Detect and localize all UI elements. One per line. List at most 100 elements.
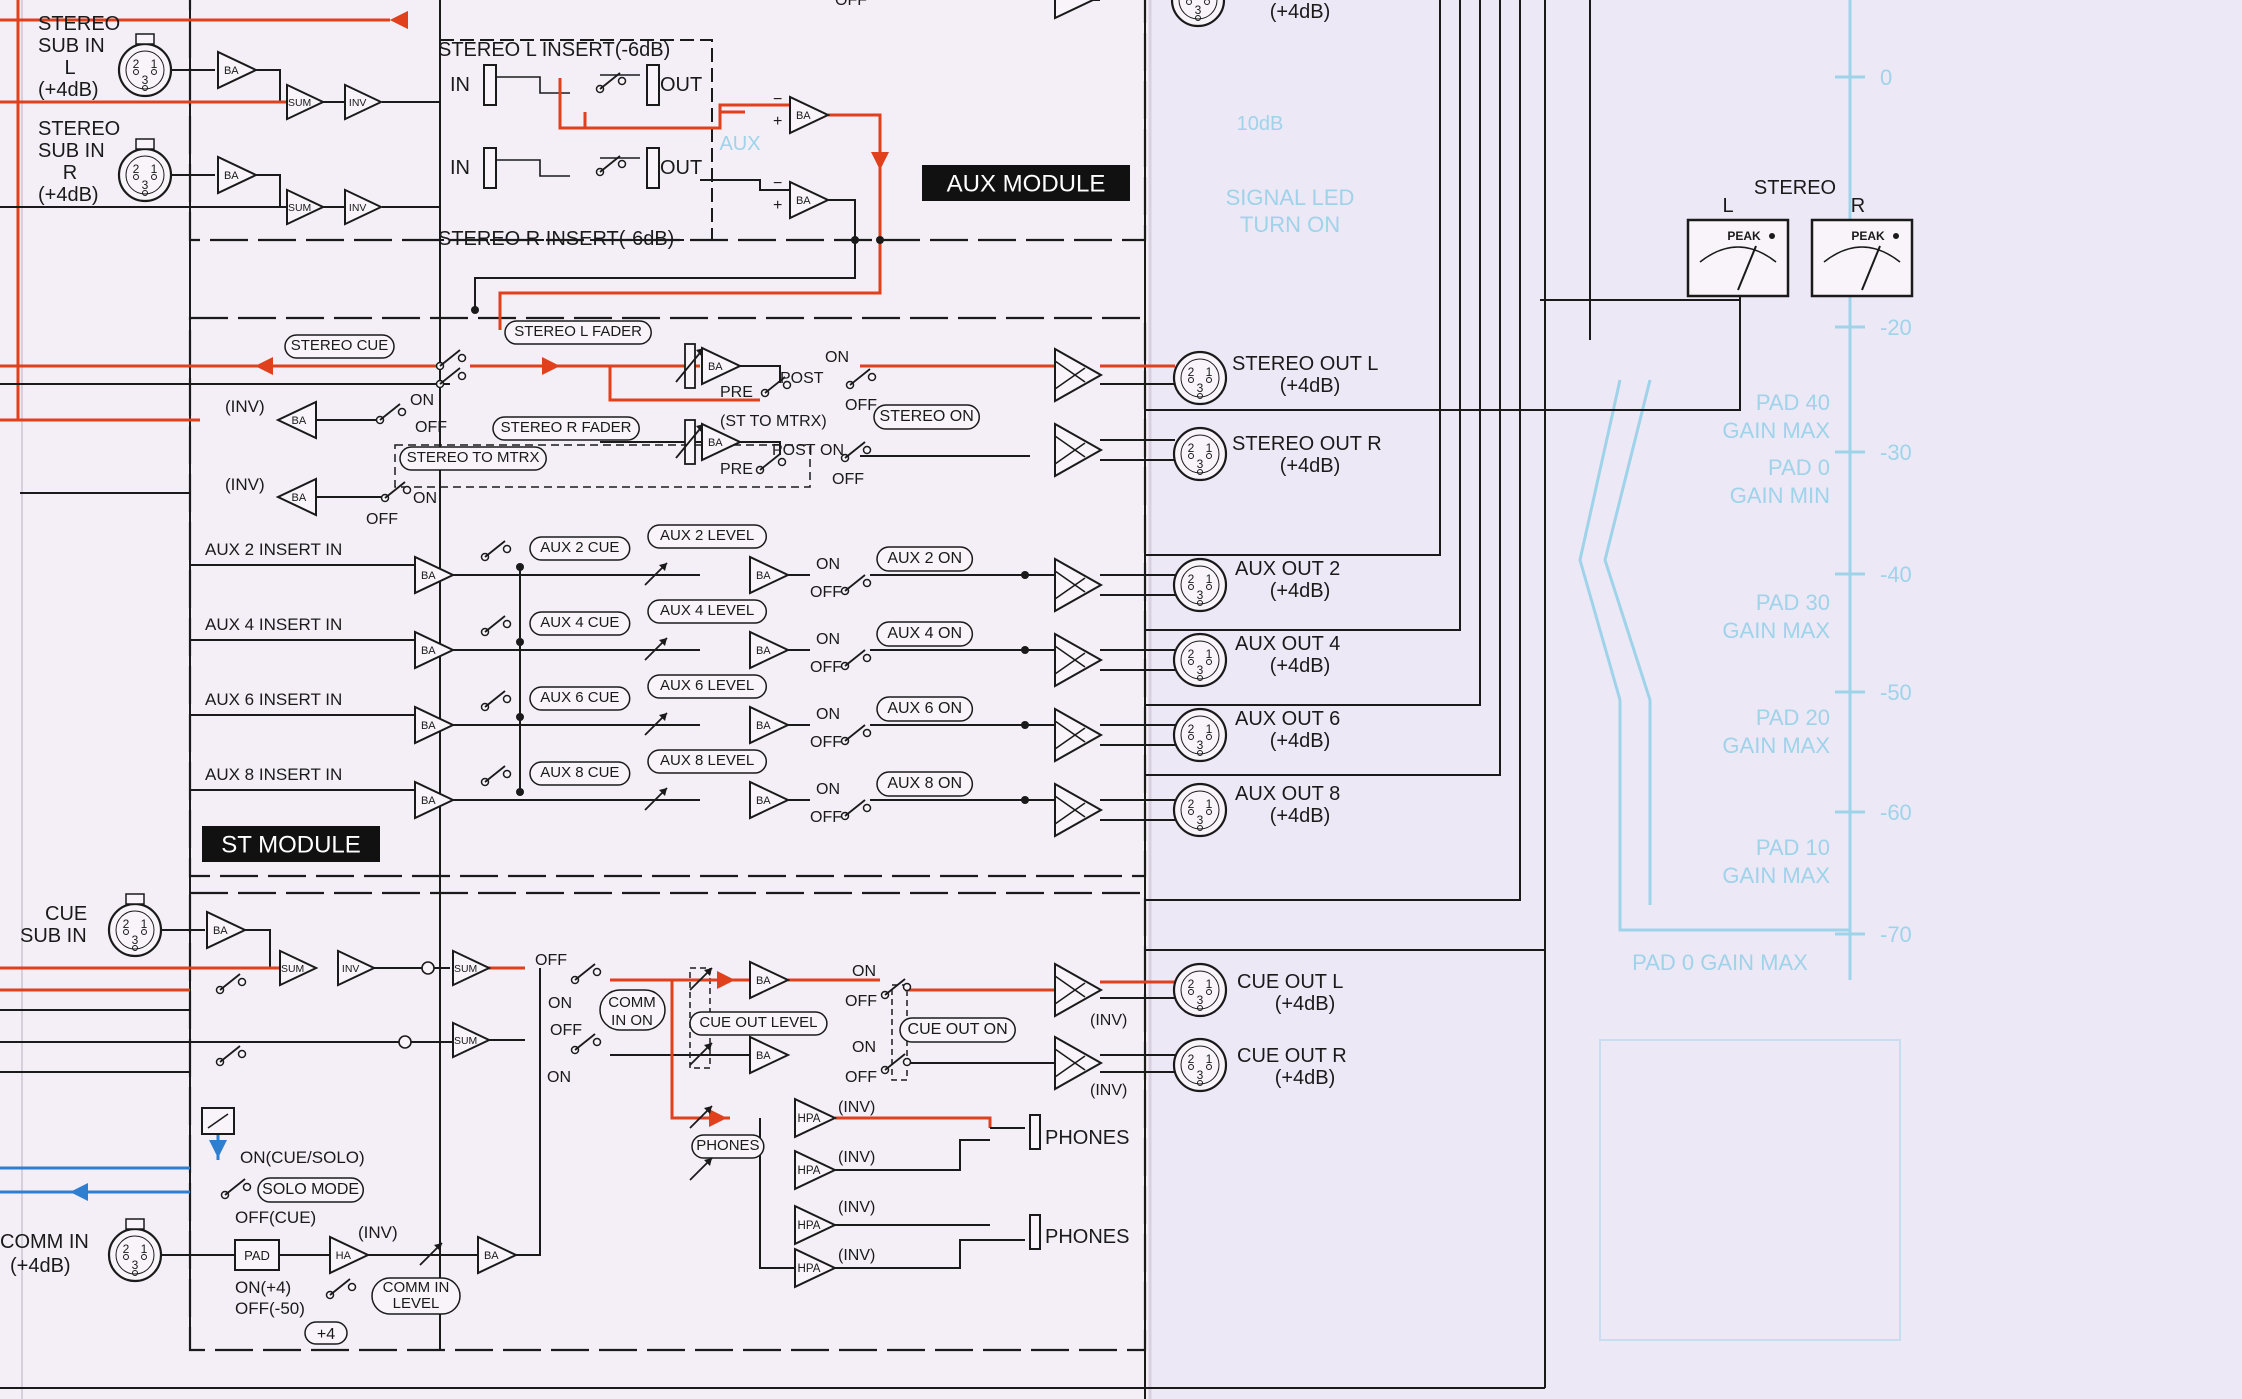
cue-out-on-switch-l-lever xyxy=(884,978,906,996)
aux-row-2-out-xlr-pin-hole xyxy=(1197,675,1203,681)
aux-row-1-out-xlr-pin-1: 1 xyxy=(1206,572,1213,586)
stereo_sub_l-xlr-pin-2: 2 xyxy=(133,57,140,71)
cue-out-off-r: OFF xyxy=(845,1069,877,1086)
aux-row-3-level-pill-outline xyxy=(647,674,768,699)
aux-row-2-cue-switch-contact xyxy=(502,619,512,629)
cue-out-on-switch-l-contact xyxy=(902,982,912,992)
watermark-gain: GAIN MAX xyxy=(1722,863,1830,888)
stereo_sub_l-xlr-pin-hole xyxy=(142,85,148,91)
aux-row-4-ba-triangle xyxy=(414,780,456,820)
watermark-tick: -60 xyxy=(1880,800,1912,825)
stereo-r-ba-triangle xyxy=(701,422,743,462)
junction-dot xyxy=(1021,646,1029,654)
aux-row-1-cue-switch-lever xyxy=(484,540,506,558)
watermark-signal-led: SIGNAL LED xyxy=(1226,185,1355,210)
cue-sum-1-triangle xyxy=(279,949,319,987)
cue-sum-3-label: SUM xyxy=(454,1036,477,1047)
stereo_sub_r-xlr-pin-3: 3 xyxy=(142,178,149,192)
comm-in-ha-label: HA xyxy=(336,1250,352,1262)
aux-row-4-on-pill-text: AUX 8 ON xyxy=(887,775,962,792)
comm-in-level-pot-wiper-arrow xyxy=(434,1243,442,1251)
top-fragment-off: OFF xyxy=(835,0,867,9)
watermark-pad: PAD 40 xyxy=(1756,390,1830,415)
insert-switch-0-contact xyxy=(617,76,627,86)
stereo-l-pre-label: PRE xyxy=(720,384,753,401)
hpa-1-triangle xyxy=(794,1097,838,1139)
aux-row-4-level-pill-outline xyxy=(647,749,768,774)
inv-on-2: ON xyxy=(413,490,437,507)
watermark-tick: -30 xyxy=(1880,440,1912,465)
cue-switch-2-contact xyxy=(237,1049,247,1059)
stereo-r-post-label: POST xyxy=(772,442,816,459)
stereo_sub_l-xlr-pin-hole xyxy=(151,69,157,75)
cue-out-r-xlr-pin-hole xyxy=(1206,1064,1212,1070)
aux-row-1-out-level: (+4dB) xyxy=(1270,580,1331,602)
aux-row-1-out-amp-inner-line xyxy=(1054,577,1086,600)
stereo_sub_l-xlr-pin-hole xyxy=(133,69,139,75)
insert-jack xyxy=(646,147,660,189)
stereo-cue-arrow xyxy=(255,357,273,375)
aux-row-4-level-pot-wiper-arrow xyxy=(659,788,667,796)
stereo-l-return-minus: − xyxy=(773,91,782,108)
stereo-out-r-xlr-shell xyxy=(1172,426,1228,482)
top-fragment-level: (+4dB) xyxy=(1270,1,1331,23)
aux-row-3-level-ba-triangle xyxy=(749,705,791,745)
aux-row-3-out-xlr-pin-hole xyxy=(1188,734,1194,740)
insert-to-return xyxy=(700,179,790,191)
stereo-l-fader-pill-text: STEREO L FADER xyxy=(514,323,642,340)
cue-out-l-amp-triangle xyxy=(1054,962,1104,1018)
comm-in-ba-label: BA xyxy=(484,1250,499,1262)
output-bus-5 xyxy=(1145,0,1546,951)
comm-in-label-0: COMM IN xyxy=(0,1231,89,1253)
stereo_sub_r-label-2: R xyxy=(63,162,77,184)
aux-row-1-cue-pill-outline xyxy=(529,536,631,561)
aux-row-1-cue-pill-text: AUX 2 CUE xyxy=(540,539,619,556)
stereo-to-mtrx-pill-text: STEREO TO MTRX xyxy=(407,449,540,466)
comm-in-label-1: (+4dB) xyxy=(10,1255,71,1277)
aux-row-3-on-switch-contact xyxy=(862,728,872,738)
cue-sub-xlr-pin-hole xyxy=(123,929,129,935)
cue-out-l-xlr-pin-hole xyxy=(1188,989,1194,995)
top-fragment-xlr-pin-2: 2 xyxy=(1186,0,1193,1)
cue-sum-3-triangle xyxy=(452,1021,492,1059)
aux-to-st-wire xyxy=(828,199,856,240)
cue-out-on-switch-r-contact xyxy=(902,1057,912,1067)
aux-row-1-out-xlr-pin-hole xyxy=(1188,584,1194,590)
cue-sub-label-0: CUE xyxy=(45,903,87,925)
watermark-bottom: PAD 0 GAIN MAX xyxy=(1632,950,1808,975)
aux-row-1-out-xlr-pin-2: 2 xyxy=(1188,572,1195,586)
meter-bus-r xyxy=(1145,290,1741,411)
on-cue-solo-label: ON(CUE/SOLO) xyxy=(240,1148,365,1167)
hpa-3-triangle xyxy=(794,1204,838,1246)
stereo-out-l-amp-triangle xyxy=(1054,347,1104,403)
watermark-tick: 0 xyxy=(1880,65,1892,90)
aux-row-1-on-pill-text: AUX 2 ON xyxy=(887,550,962,567)
comm-in-xlr-shell xyxy=(107,1227,163,1283)
aux-row-2-on: ON xyxy=(816,631,840,648)
pad-switch-lever xyxy=(329,1278,351,1296)
stereo-out-l-xlr-pin-hole xyxy=(1188,377,1194,383)
comm-in-xlr-pin-1: 1 xyxy=(141,1242,148,1256)
stereo_sub_r-inv-label: INV xyxy=(349,203,366,214)
stereo-l-post-pre-switch-lever xyxy=(764,376,786,394)
stereo-out-l-xlr-ring xyxy=(1180,358,1220,398)
off-cue-label: OFF(CUE) xyxy=(235,1208,316,1227)
cue-out-l-inv: (INV) xyxy=(1090,1012,1127,1029)
aux-row-2-level-ba-label: BA xyxy=(756,645,771,657)
hpa-4-triangle xyxy=(794,1247,838,1289)
stereo-r-off-label: OFF xyxy=(832,471,864,488)
aux-row-2-out-xlr-shell xyxy=(1172,632,1228,688)
aux-row-4-out-amp-inner-line xyxy=(1054,802,1086,825)
aux-row-4-cue-pill-outline xyxy=(529,761,631,786)
stereo-r-post xyxy=(740,441,781,455)
aux-row-4-out-amp-inner-line xyxy=(1054,795,1086,818)
aux-row-3-out-xlr-pin-hole xyxy=(1197,750,1203,756)
aux-row-4-on: ON xyxy=(816,781,840,798)
watermark-gain: GAIN MAX xyxy=(1722,418,1830,443)
stereo_sub_l-sum-triangle xyxy=(286,83,326,121)
watermark-db: 10dB xyxy=(1237,113,1284,135)
aux-row-2-out-amp-inner-line xyxy=(1054,652,1086,675)
aux-row-1-out-label: AUX OUT 2 xyxy=(1235,558,1340,580)
aux-row-3-on-pill-text: AUX 6 ON xyxy=(887,700,962,717)
aux-row-4-insert-label: AUX 8 INSERT IN xyxy=(205,765,342,784)
